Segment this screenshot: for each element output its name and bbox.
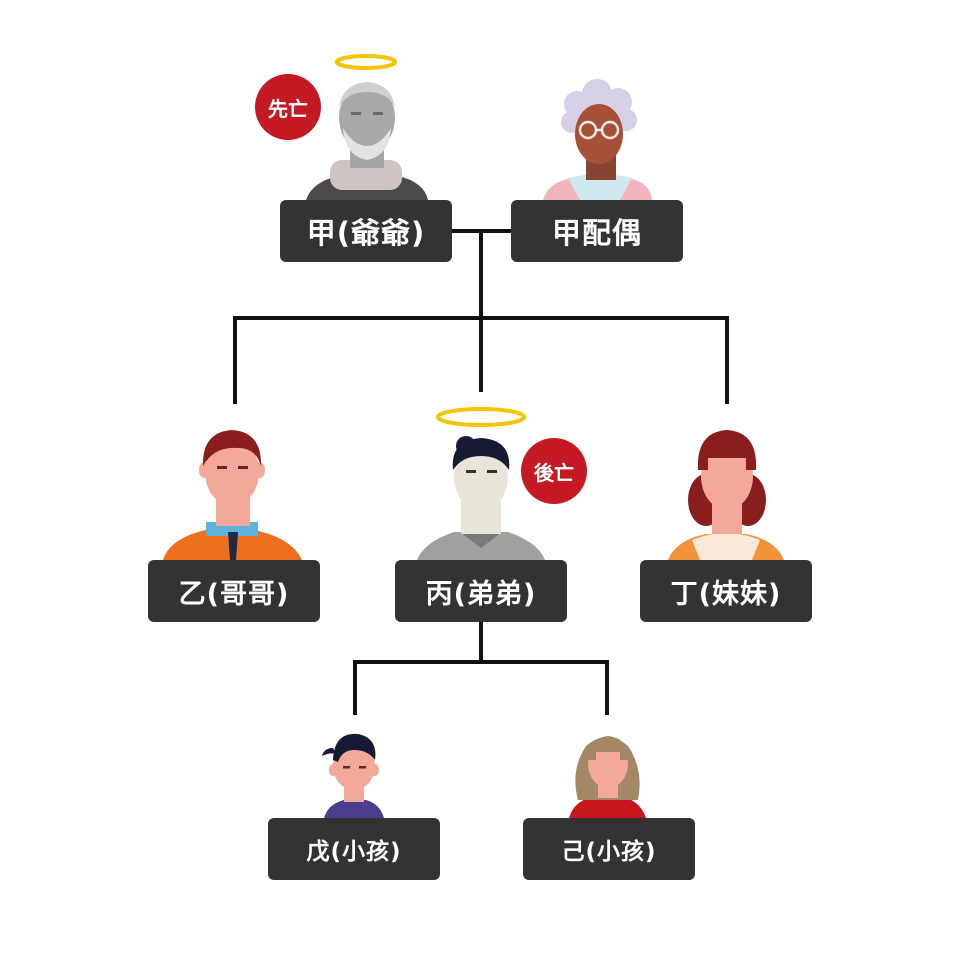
halo-icon (335, 54, 397, 70)
elder-brother-avatar (163, 430, 302, 560)
person-label-child-2: 己(小孩) (523, 818, 695, 880)
younger-brother-avatar (417, 407, 545, 560)
status-badge-deceased-later: 後亡 (521, 438, 587, 504)
status-badge-deceased-first: 先亡 (255, 74, 321, 140)
grandmother-avatar (543, 79, 652, 200)
person-label-grandfather: 甲(爺爺) (280, 200, 452, 262)
person-label-younger-brother: 丙(弟弟) (395, 560, 567, 622)
grandchildren-connector (353, 660, 609, 715)
child-1-avatar (322, 733, 384, 818)
halo-icon (436, 407, 526, 427)
person-label-elder-brother: 乙(哥哥) (148, 560, 320, 622)
person-label-grandmother: 甲配偶 (511, 200, 683, 262)
younger-sister-avatar (668, 430, 784, 560)
child-2-avatar (569, 736, 646, 818)
person-label-child-1: 戊(小孩) (268, 818, 440, 880)
connector-lines (233, 229, 729, 715)
person-label-younger-sister: 丁(妹妹) (640, 560, 812, 622)
children-connector (233, 316, 729, 404)
grandfather-avatar (306, 54, 428, 200)
